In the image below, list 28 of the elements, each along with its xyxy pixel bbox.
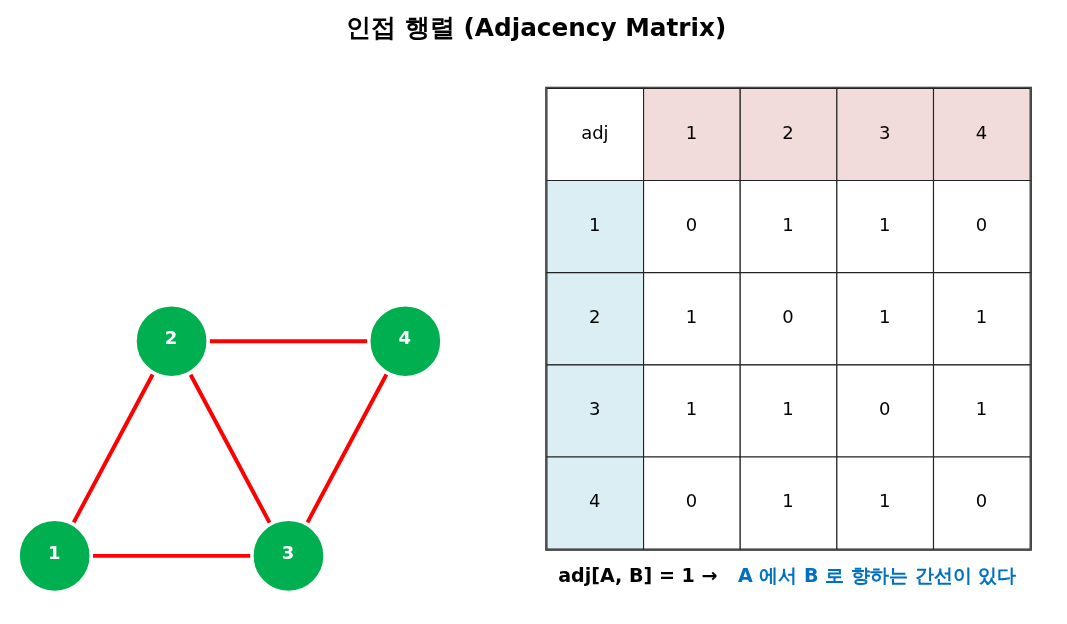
label: 1 — [878, 306, 890, 328]
label: 1 — [781, 490, 794, 512]
label: 0 — [685, 213, 697, 235]
label: 3 — [588, 398, 600, 420]
label: 3 — [878, 121, 890, 143]
label: adj — [580, 121, 609, 143]
label: 0 — [781, 306, 794, 328]
label: 1 — [588, 213, 600, 235]
label: 1 — [975, 398, 987, 420]
label: 1 — [685, 398, 697, 420]
diagram-title: 인접 행렬 (Adjacency Matrix) — [345, 12, 726, 42]
label: 0 — [975, 490, 987, 512]
label: 1 — [685, 306, 697, 328]
label: 1 — [878, 490, 890, 512]
label: 1 — [685, 121, 697, 143]
label: 1 — [781, 213, 794, 235]
label: 1 — [781, 398, 794, 420]
label: 2 — [588, 306, 600, 328]
label: 0 — [975, 213, 987, 235]
label: 4 — [588, 490, 600, 512]
label: 2 — [781, 121, 794, 143]
label: adj[A, B] = 1 → — [557, 564, 718, 588]
label: 1 — [975, 306, 987, 328]
label: 4 — [975, 121, 987, 143]
label: A 에서 B 로 향하는 간선이 있다 — [737, 564, 1016, 588]
label: 1 — [878, 213, 890, 235]
label: 0 — [878, 398, 890, 420]
label: 0 — [685, 490, 697, 512]
